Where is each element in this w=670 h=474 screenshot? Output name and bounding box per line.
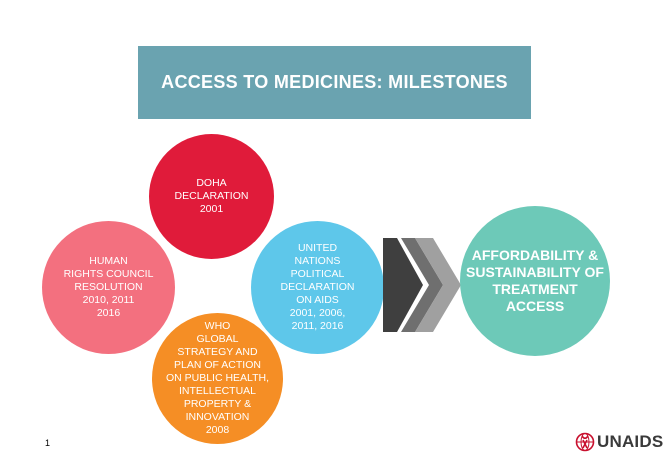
chevron-arrow-1	[383, 238, 397, 332]
chevron-arrow-4	[415, 238, 461, 332]
unaids-logo-text: UNAIDS	[597, 432, 664, 451]
ribbon-globe-icon	[575, 432, 595, 452]
title-banner: ACCESS TO MEDICINES: MILESTONES	[138, 46, 531, 119]
chevron-arrows-icon	[383, 238, 461, 332]
unaids-logo: UNAIDS	[575, 432, 663, 452]
chevron-arrow-2	[395, 238, 423, 332]
chevron-arrow-3	[401, 238, 443, 332]
page-number: 1	[45, 438, 51, 448]
page-title: ACCESS TO MEDICINES: MILESTONES	[161, 72, 508, 92]
